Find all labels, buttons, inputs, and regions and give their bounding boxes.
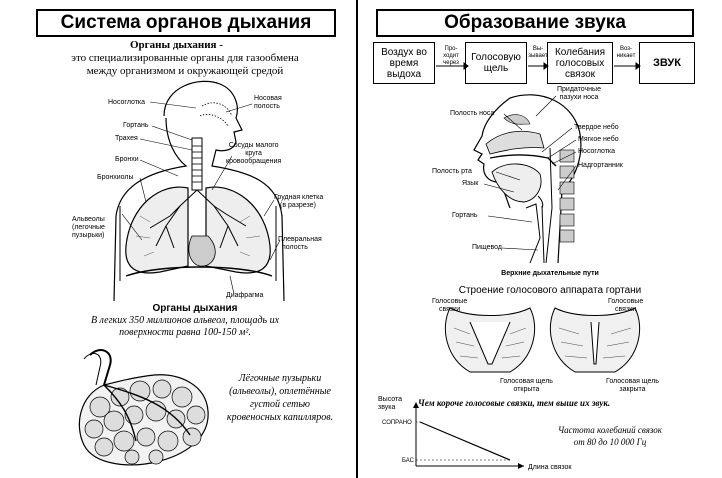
flow-box-glottis: Голосовую щель — [465, 42, 527, 84]
graph-headline: Чем короче голосовые связки, тем выше их… — [418, 398, 611, 408]
pitch-length-graph — [413, 402, 524, 469]
label-nasal-cavity-1: Носовая — [254, 95, 282, 102]
vesicles-text-2: (альвеолы), оплетённые — [229, 386, 331, 397]
alveoli-text-2: поверхности равна 100-150 м². — [119, 327, 251, 338]
flow-arrow-causes: Вы-зывает — [528, 46, 548, 59]
label-chest-2: (в разрезе) — [280, 202, 316, 209]
frequency-text-1: Частота колебаний связок — [557, 425, 663, 435]
alveoli-text-1: В легких 350 миллионов альвеол, площадь … — [90, 315, 280, 326]
label-bronchioles: Бронхиолы — [97, 174, 134, 181]
graph-soprano: СОПРАНО — [382, 420, 412, 426]
flow-box-sound: ЗВУК — [639, 42, 695, 84]
label-sinuses-2: пазухи носа — [559, 94, 599, 101]
head-section-illustration — [473, 94, 582, 263]
upper-airways-caption: Верхние дыхательные пути — [501, 270, 599, 277]
label-vessels: Сосуды малого круга кровообращения — [226, 142, 281, 166]
label-pleural-1: Плевральная — [278, 236, 322, 243]
label-diaphragm: Диафрагма — [226, 292, 264, 299]
page-divider — [356, 0, 358, 478]
label-glottis-closed-2: закрыта — [619, 386, 646, 393]
label-hard-palate: Твердое небо — [574, 124, 619, 131]
flow-arrows — [436, 62, 641, 70]
vocal-cords-closed-illustration — [549, 307, 641, 373]
flow-arrow-arises: Воз-никает — [616, 46, 636, 59]
label-pleural: Плевральная полость — [278, 236, 322, 252]
label-chest-1: Грудная клетка — [274, 194, 324, 201]
right-title: Образование звука — [376, 9, 694, 37]
label-right-nasal-cavity: Полость носа — [450, 110, 495, 117]
label-sinuses-1: Придаточные — [557, 86, 601, 93]
vocal-cords-open-illustration — [444, 307, 536, 373]
label-nasal-cavity-2: полость — [254, 103, 280, 110]
left-leader-lines — [121, 101, 281, 295]
label-bronchi: Бронхи — [115, 156, 139, 163]
label-alveoli-2: (легочные — [72, 224, 105, 231]
vocal-apparatus-title: Строение голосового аппарата гортани — [458, 285, 642, 296]
frequency-text: Частота колебаний связок от 80 до 10 000… — [540, 424, 680, 448]
label-nasal-cavity: Носовая полость — [254, 95, 282, 111]
vesicles-text-4: кровеносных капилляров. — [226, 412, 334, 423]
vesicles-text-3: густой сетью — [250, 399, 310, 410]
label-glottis-closed: Голосовая щель закрыта — [606, 378, 659, 394]
graph-xlabel: Длина связок — [528, 464, 572, 471]
label-sinuses: Придаточные пазухи носа — [557, 86, 601, 102]
frequency-text-2: от 80 до 10 000 Гц — [573, 437, 647, 447]
label-trachea: Трахея — [115, 135, 138, 142]
left-title: Система органов дыхания — [36, 9, 336, 37]
label-alveoli-1: Альвеолы — [72, 216, 105, 223]
label-vessels-2: круга — [245, 150, 262, 157]
label-esophagus: Пищевод — [472, 244, 502, 251]
flow-box-vibration: Колебания голосовых связок — [547, 42, 613, 84]
label-soft-palate: Мягкое небо — [578, 136, 619, 143]
flow-arrow-passes: Про-ходит через — [443, 46, 459, 66]
label-vocal-cords-right-1: Голосовые — [608, 298, 644, 305]
graph-ylabel: Высота звука — [378, 396, 402, 412]
label-larynx: Гортань — [123, 122, 149, 129]
label-alveoli: Альвеолы (легочные пузырьки) — [72, 216, 105, 240]
alveoli-text: В легких 350 миллионов альвеол, площадь … — [20, 315, 350, 339]
label-vocal-cords-left-1: Голосовые — [432, 298, 468, 305]
definition-line2: между организмом и окружающей средой — [86, 65, 284, 77]
label-alveoli-3: пузырьки) — [72, 232, 105, 239]
flow-box-exhaled-air: Воздух во время выдоха — [373, 42, 435, 84]
lungs-illustration — [113, 80, 285, 301]
label-vessels-3: кровообращения — [226, 158, 282, 165]
definition-line1: это специализированные органы для газооб… — [71, 52, 299, 64]
label-glottis-closed-1: Голосовая щель — [606, 378, 659, 385]
label-chest: Грудная клетка (в разрезе) — [274, 194, 323, 210]
vesicles-text: Лёгочные пузырьки (альвеолы), оплетённые… — [210, 372, 350, 424]
label-right-larynx: Гортань — [452, 212, 478, 219]
label-oral-cavity: Полость рта — [432, 168, 472, 175]
label-glottis-open: Голосовая щель открыта — [500, 378, 553, 394]
label-vocal-cords-left-2: связки — [439, 306, 461, 313]
organs-caption: Органы дыхания — [152, 303, 238, 314]
label-nasopharynx: Носоглотка — [108, 99, 146, 106]
label-vocal-cords-right: Голосовые связки — [608, 298, 643, 314]
label-pleural-2: полость — [282, 244, 308, 251]
label-vessels-1: Сосуды малого — [228, 142, 279, 149]
label-glottis-open-2: открыта — [513, 386, 540, 393]
graph-ylabel-1: Высота — [378, 396, 403, 403]
definition-head: Органы дыхания - — [130, 39, 223, 51]
definition: Органы дыхания - это специализированные … — [20, 39, 350, 78]
label-glottis-open-1: Голосовая щель — [500, 378, 553, 385]
label-vocal-cords-right-2: связки — [615, 306, 637, 313]
label-right-nasopharynx: Носоглотка — [578, 148, 616, 155]
label-tongue: Язык — [462, 180, 479, 187]
label-vocal-cords-left: Голосовые связки — [432, 298, 467, 314]
alveoli-cluster-illustration — [78, 349, 209, 466]
graph-ylabel-2: звука — [378, 404, 396, 411]
label-epiglottis: Надгортанник — [578, 162, 623, 169]
right-leader-lines — [483, 95, 577, 251]
graph-bass: БАС — [402, 458, 415, 464]
vesicles-text-1: Лёгочные пузырьки — [238, 373, 322, 384]
